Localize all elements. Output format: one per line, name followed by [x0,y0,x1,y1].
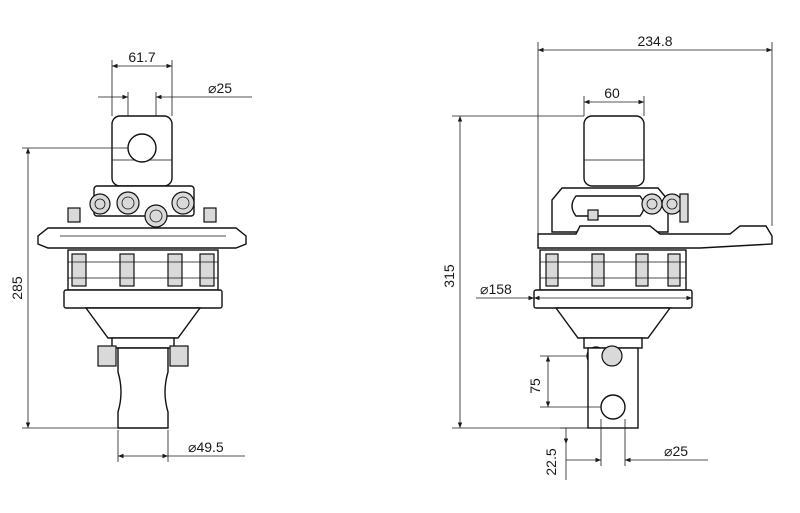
side-dim-flange: ⌀158 [476,281,692,301]
diameter-symbol: ⌀ [664,443,672,459]
side-overall-width-label: 234.8 [637,33,672,49]
front-port-hole [127,133,157,163]
side-dim-overall-width: 234.8 [537,33,773,234]
side-hole-offset-label: 22.5 [543,448,559,475]
side-cone [554,307,672,339]
svg-text:⌀25: ⌀25 [664,443,688,459]
front-housing [67,249,219,291]
side-top-block [583,115,645,187]
side-top-width-label: 60 [604,85,620,101]
side-lower-flange [533,289,693,309]
side-dim-hole-offset: 22.5 [543,427,588,480]
side-upper-flange [537,225,773,249]
front-lower-flange [63,289,223,309]
front-port-diameter-label: 25 [216,80,232,96]
front-nut-right [169,345,189,367]
front-dim-port: ⌀25 [98,80,252,116]
side-flange-diameter-label: 158 [488,281,512,297]
front-height-label: 285 [9,276,25,300]
svg-text:⌀158: ⌀158 [480,281,512,297]
side-dim-top-width: 60 [583,85,645,116]
side-hole-spacing-label: 75 [527,378,543,394]
side-shaft-hole [600,394,626,420]
svg-text:⌀49.5: ⌀49.5 [188,439,224,455]
front-dim-shaft: ⌀49.5 [117,430,245,462]
front-width-label: 61.7 [128,49,155,65]
side-fittings [641,193,689,223]
front-nut-left [97,345,117,367]
svg-text:⌀25: ⌀25 [208,80,232,96]
front-dim-width: 61.7 [111,49,173,116]
side-dim-hole-spacing: 75 [527,355,601,408]
side-hole-diameter-label: 25 [672,443,688,459]
front-fittings [67,191,217,228]
side-view [533,115,773,429]
front-view [37,115,247,429]
side-housing [539,249,687,291]
front-shaft [117,347,169,429]
front-shaft-diameter-label: 49.5 [196,439,223,455]
side-height-label: 315 [441,264,457,288]
side-dim-height: 315 [441,115,588,429]
side-dim-hole: ⌀25 [566,419,708,466]
diameter-symbol: ⌀ [208,80,216,96]
front-upper-flange [37,227,247,249]
front-cone [84,307,202,339]
diameter-symbol: ⌀ [480,281,488,297]
diameter-symbol: ⌀ [188,439,196,455]
front-dim-height: 285 [9,147,128,429]
